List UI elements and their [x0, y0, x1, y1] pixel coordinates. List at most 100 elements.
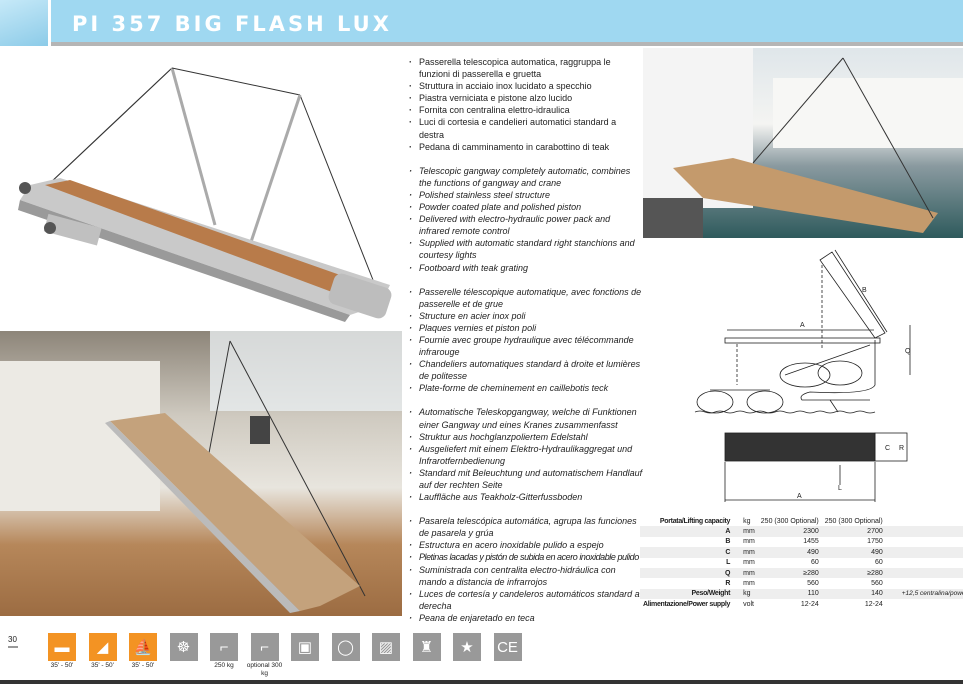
spec-row: Portata/Lifting capacity kg 250 (300 Optio…	[640, 516, 963, 526]
feature-item: Pasarela telescópica automática, agrupa …	[408, 515, 643, 539]
feature-item: Structure en acier inox poli	[408, 310, 643, 322]
spec-note: +12,5 centralina/power pack	[885, 588, 963, 600]
spec-note	[885, 547, 963, 558]
spec-table: Portata/Lifting capacity kg 250 (300 Optio…	[640, 516, 963, 610]
feature-item: Suministrada con centralita electro-hidr…	[408, 564, 643, 588]
spec-label: Portata/Lifting capacity	[659, 517, 731, 525]
spec-value-1: 560	[807, 580, 819, 588]
gangway-on-yacht-photo	[643, 48, 963, 238]
features-german: Automatische Teleskopgangway, welche di …	[408, 406, 643, 503]
feature-item: Footboard with teak grating	[408, 262, 643, 274]
dim-label-l: L	[838, 485, 842, 492]
spec-note	[885, 567, 963, 579]
dim-label-a: A	[800, 322, 805, 329]
features-french: Passerelle télescopique automatique, ave…	[408, 286, 643, 395]
stanchion-icon: ♜	[412, 633, 441, 661]
dim-label-r: R	[899, 445, 904, 452]
dim-label-q: Q	[905, 348, 911, 355]
spec-value-2: 140	[821, 588, 886, 600]
feature-lists: Passerella telescopica automatica, raggr…	[408, 56, 643, 636]
spec-unit: mm	[743, 559, 755, 567]
speed-boat-icon: ◢	[88, 633, 117, 661]
page-header: PI 357 BIG FLASH LUX	[0, 0, 963, 46]
icon-caption: 35' - 50'	[50, 662, 74, 669]
feature-item: Powder coated plate and polished piston	[408, 201, 643, 213]
feature-item: Passerelle télescopique automatique, ave…	[408, 286, 643, 310]
feature-item: Plaques vernies et piston poli	[408, 322, 643, 334]
icon-caption: optional 300 kg	[246, 662, 283, 677]
feature-item: Luces de cortesía y candeleros automátic…	[408, 588, 643, 612]
spec-value-1: 60	[810, 559, 819, 567]
teak-grating-icon: ▨	[372, 633, 400, 661]
spec-note	[886, 558, 963, 568]
spec-value-2: 2700	[821, 526, 886, 537]
spec-unit: mm	[733, 547, 758, 558]
spec-value-2: 60	[874, 559, 883, 567]
spec-value-1: 2300	[757, 526, 822, 537]
page-number: 30	[8, 635, 18, 648]
motor-yacht-icon: ▬	[48, 633, 76, 661]
crane-300-icon: ⌐	[250, 633, 279, 661]
spec-value-1: 110	[757, 588, 822, 600]
crane-250-icon: ⌐	[210, 633, 238, 661]
spec-unit: kg	[743, 517, 751, 525]
spec-value-1: 1455	[803, 538, 819, 546]
ce-mark-icon: CE	[493, 633, 522, 661]
feature-item: Lauffläche aus Teakholz-Gitterfussboden	[408, 491, 643, 503]
spec-label: A	[640, 526, 734, 537]
spec-label: B	[725, 538, 731, 546]
spec-value-2: ≥280	[821, 567, 886, 579]
dim-label-a-bottom: A	[797, 493, 802, 500]
feature-item: Struktur aus hochglanzpoliertem Edelstah…	[408, 431, 643, 443]
feature-item: Pletinas lacadas y pistón de subida en a…	[408, 551, 643, 563]
feature-item: Estructura en acero inoxidable pulido a …	[408, 539, 643, 551]
feature-item: Piastra verniciata e pistone alzo lucido	[408, 92, 643, 104]
spec-label: Q	[640, 567, 734, 579]
feature-item: Peana de enjaretado en teca	[408, 612, 643, 624]
spec-label: Peso/Weight	[640, 588, 734, 600]
features-spanish: Pasarela telescópica automática, agrupa …	[408, 515, 643, 624]
spec-note	[885, 526, 963, 537]
feature-item: Standard mit Beleuchtung und automatisch…	[408, 467, 643, 491]
spec-unit: mm	[743, 538, 755, 546]
spec-note	[886, 537, 963, 547]
spec-value-1: 12-24	[800, 600, 819, 608]
spec-label: C	[640, 547, 734, 558]
spec-label: Alimentazione/Power supply	[643, 600, 731, 608]
spec-unit: kg	[733, 588, 758, 600]
dim-label-c: C	[885, 445, 890, 452]
spec-value-2: 560	[871, 580, 883, 588]
spec-value-2: 490	[821, 547, 886, 558]
spec-value-1: 490	[757, 547, 822, 558]
icon-caption: 35' - 50'	[91, 662, 114, 669]
footer: 30 35' - 50'▬35' - 50'◢35' - 50'⛵☸250 kg…	[0, 625, 963, 680]
spec-note	[886, 578, 963, 588]
product-title: PI 357 BIG FLASH LUX	[72, 12, 392, 36]
feature-item: Ausgeliefert mit einem Elektro-Hydraulik…	[408, 443, 643, 467]
bottom-divider	[0, 680, 963, 684]
spec-value-2: 1750	[867, 538, 883, 546]
remote-control-icon: ▣	[291, 633, 319, 661]
spec-label: R	[725, 580, 731, 588]
spec-unit: mm	[733, 526, 758, 537]
spec-value-1: 250 (300 Optional)	[760, 517, 819, 525]
product-render-image	[0, 50, 400, 328]
feature-item: Fornita con centralina elettro-idraulica	[408, 104, 643, 116]
spec-note	[886, 516, 963, 526]
feature-item: Struttura in acciaio inox lucidato a spe…	[408, 80, 643, 92]
installed-gangway-photo	[0, 331, 402, 616]
feature-item: Fournie avec groupe hydraulique avec tél…	[408, 334, 643, 358]
features-english: Telescopic gangway completely automatic,…	[408, 165, 643, 274]
features-italian: Passerella telescopica automatica, raggr…	[408, 56, 643, 153]
feature-item: Automatische Teleskopgangway, welche di …	[408, 406, 643, 430]
feature-item: Pedana di camminamento in carabottino di…	[408, 141, 643, 153]
star-icon: ★	[453, 633, 481, 661]
feature-item: Plate-forme de cheminement en cailleboti…	[408, 382, 643, 394]
